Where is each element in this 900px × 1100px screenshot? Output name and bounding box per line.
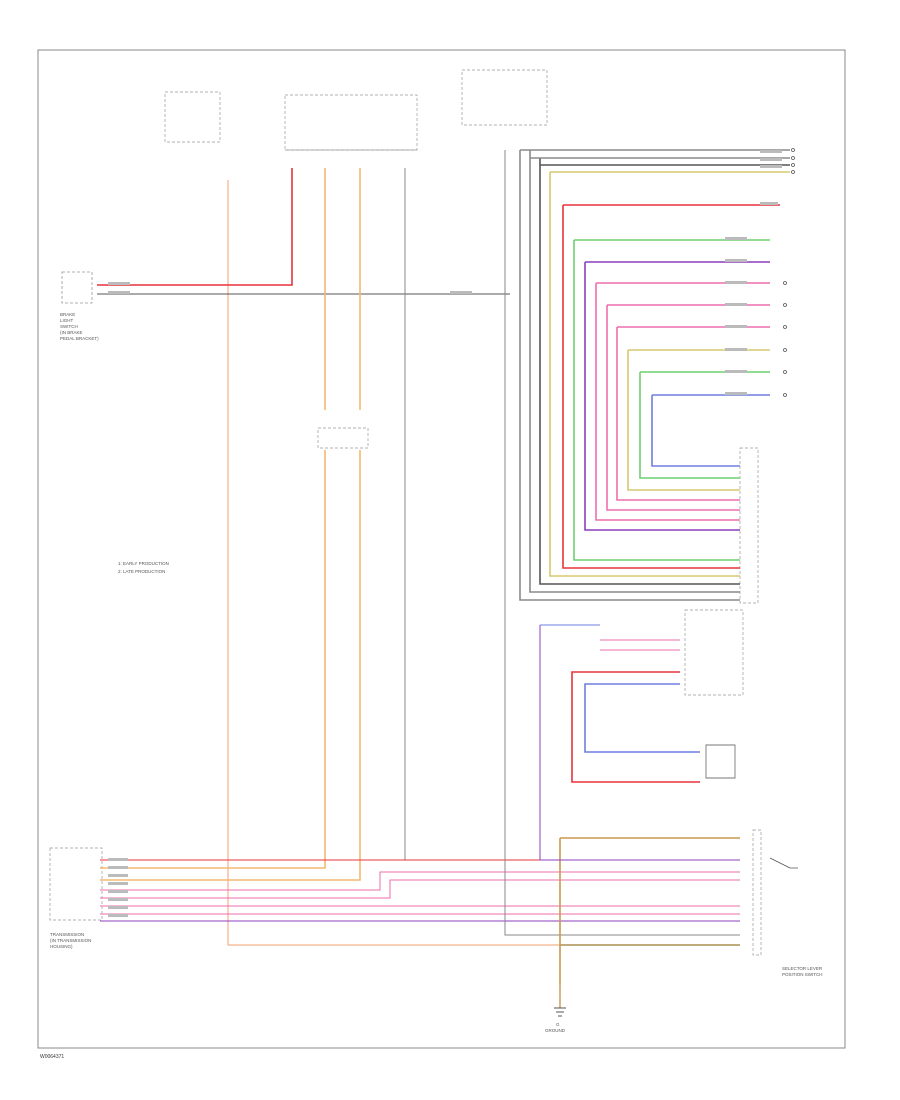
selector-lever-label-1: SELECTOR LEVER xyxy=(782,966,823,971)
footer-code: W0064371 xyxy=(40,1054,64,1060)
wire-label-marks xyxy=(108,150,782,917)
selector-switch-symbol xyxy=(769,857,798,869)
selector-lever-label-2: POSITION SWITCH xyxy=(782,972,823,977)
brake-switch-label-2: LIGHT xyxy=(60,318,74,323)
sensor-symbol xyxy=(705,744,736,779)
transmission-label-2: (IN TRANSMISSION xyxy=(50,938,91,943)
diagram-frame xyxy=(37,49,846,1049)
transmission-label-3: HOUSING) xyxy=(50,944,73,949)
wire-harness-pink-2 xyxy=(606,305,740,511)
wire-harness-gray-1 xyxy=(519,150,740,601)
trans-control-module-box xyxy=(739,447,759,604)
wire-harness-violet xyxy=(584,262,740,531)
fuse-block-right xyxy=(461,69,548,126)
note-early: 1: EARLY PRODUCTION xyxy=(118,561,169,566)
wire-harness-black xyxy=(539,158,740,585)
wire-harness-yellow xyxy=(549,172,740,577)
transmission-box xyxy=(49,847,103,921)
middle-connector xyxy=(317,427,369,449)
wire-mid-blue xyxy=(584,683,700,753)
wire-harness-blue xyxy=(651,395,740,467)
wire-ecm-brake-red xyxy=(97,168,293,286)
brake-switch-label-5: PEDAL BRACKET) xyxy=(60,336,99,341)
ground-symbol xyxy=(554,1007,566,1017)
wire-harness-yellow-2 xyxy=(627,350,740,491)
engine-control-module-box xyxy=(284,94,418,151)
wire-harness-pink-1 xyxy=(595,283,740,521)
brake-switch-symbol xyxy=(61,271,93,304)
wire-harness-pink-3 xyxy=(616,327,740,501)
wire-harness-gray-2 xyxy=(529,150,740,593)
wire-trans-pink-1 xyxy=(100,871,740,891)
wire-left-power xyxy=(227,180,560,946)
selector-lever-module-box xyxy=(752,829,762,956)
wire-conn-orange-1 xyxy=(100,450,326,869)
wire-trans-pink-2 xyxy=(100,879,740,899)
wire-br-violet xyxy=(539,625,740,861)
selector-module-box xyxy=(684,609,744,696)
note-late: 2: LATE PRODUCTION xyxy=(118,569,165,574)
right-connector-pins xyxy=(783,148,795,397)
brake-switch-label-3: SWITCH xyxy=(60,324,78,329)
fuse-block-left xyxy=(164,91,221,143)
wire-br-gray xyxy=(504,150,740,936)
wire-harness-green-2 xyxy=(639,372,740,479)
wire-conn-orange-2 xyxy=(100,450,361,881)
ground-label-2: GROUND xyxy=(545,1028,566,1033)
ground-label-1: G xyxy=(556,1022,560,1027)
wire-mid-red xyxy=(571,671,700,783)
brake-switch-label-1: BRAKE xyxy=(60,312,75,317)
brake-switch-label-4: (IN BRAKE xyxy=(60,330,83,335)
wire-harness-red xyxy=(562,205,740,569)
transmission-label-1: TRANSMISSION xyxy=(50,932,84,937)
wire-harness-green xyxy=(573,240,740,561)
